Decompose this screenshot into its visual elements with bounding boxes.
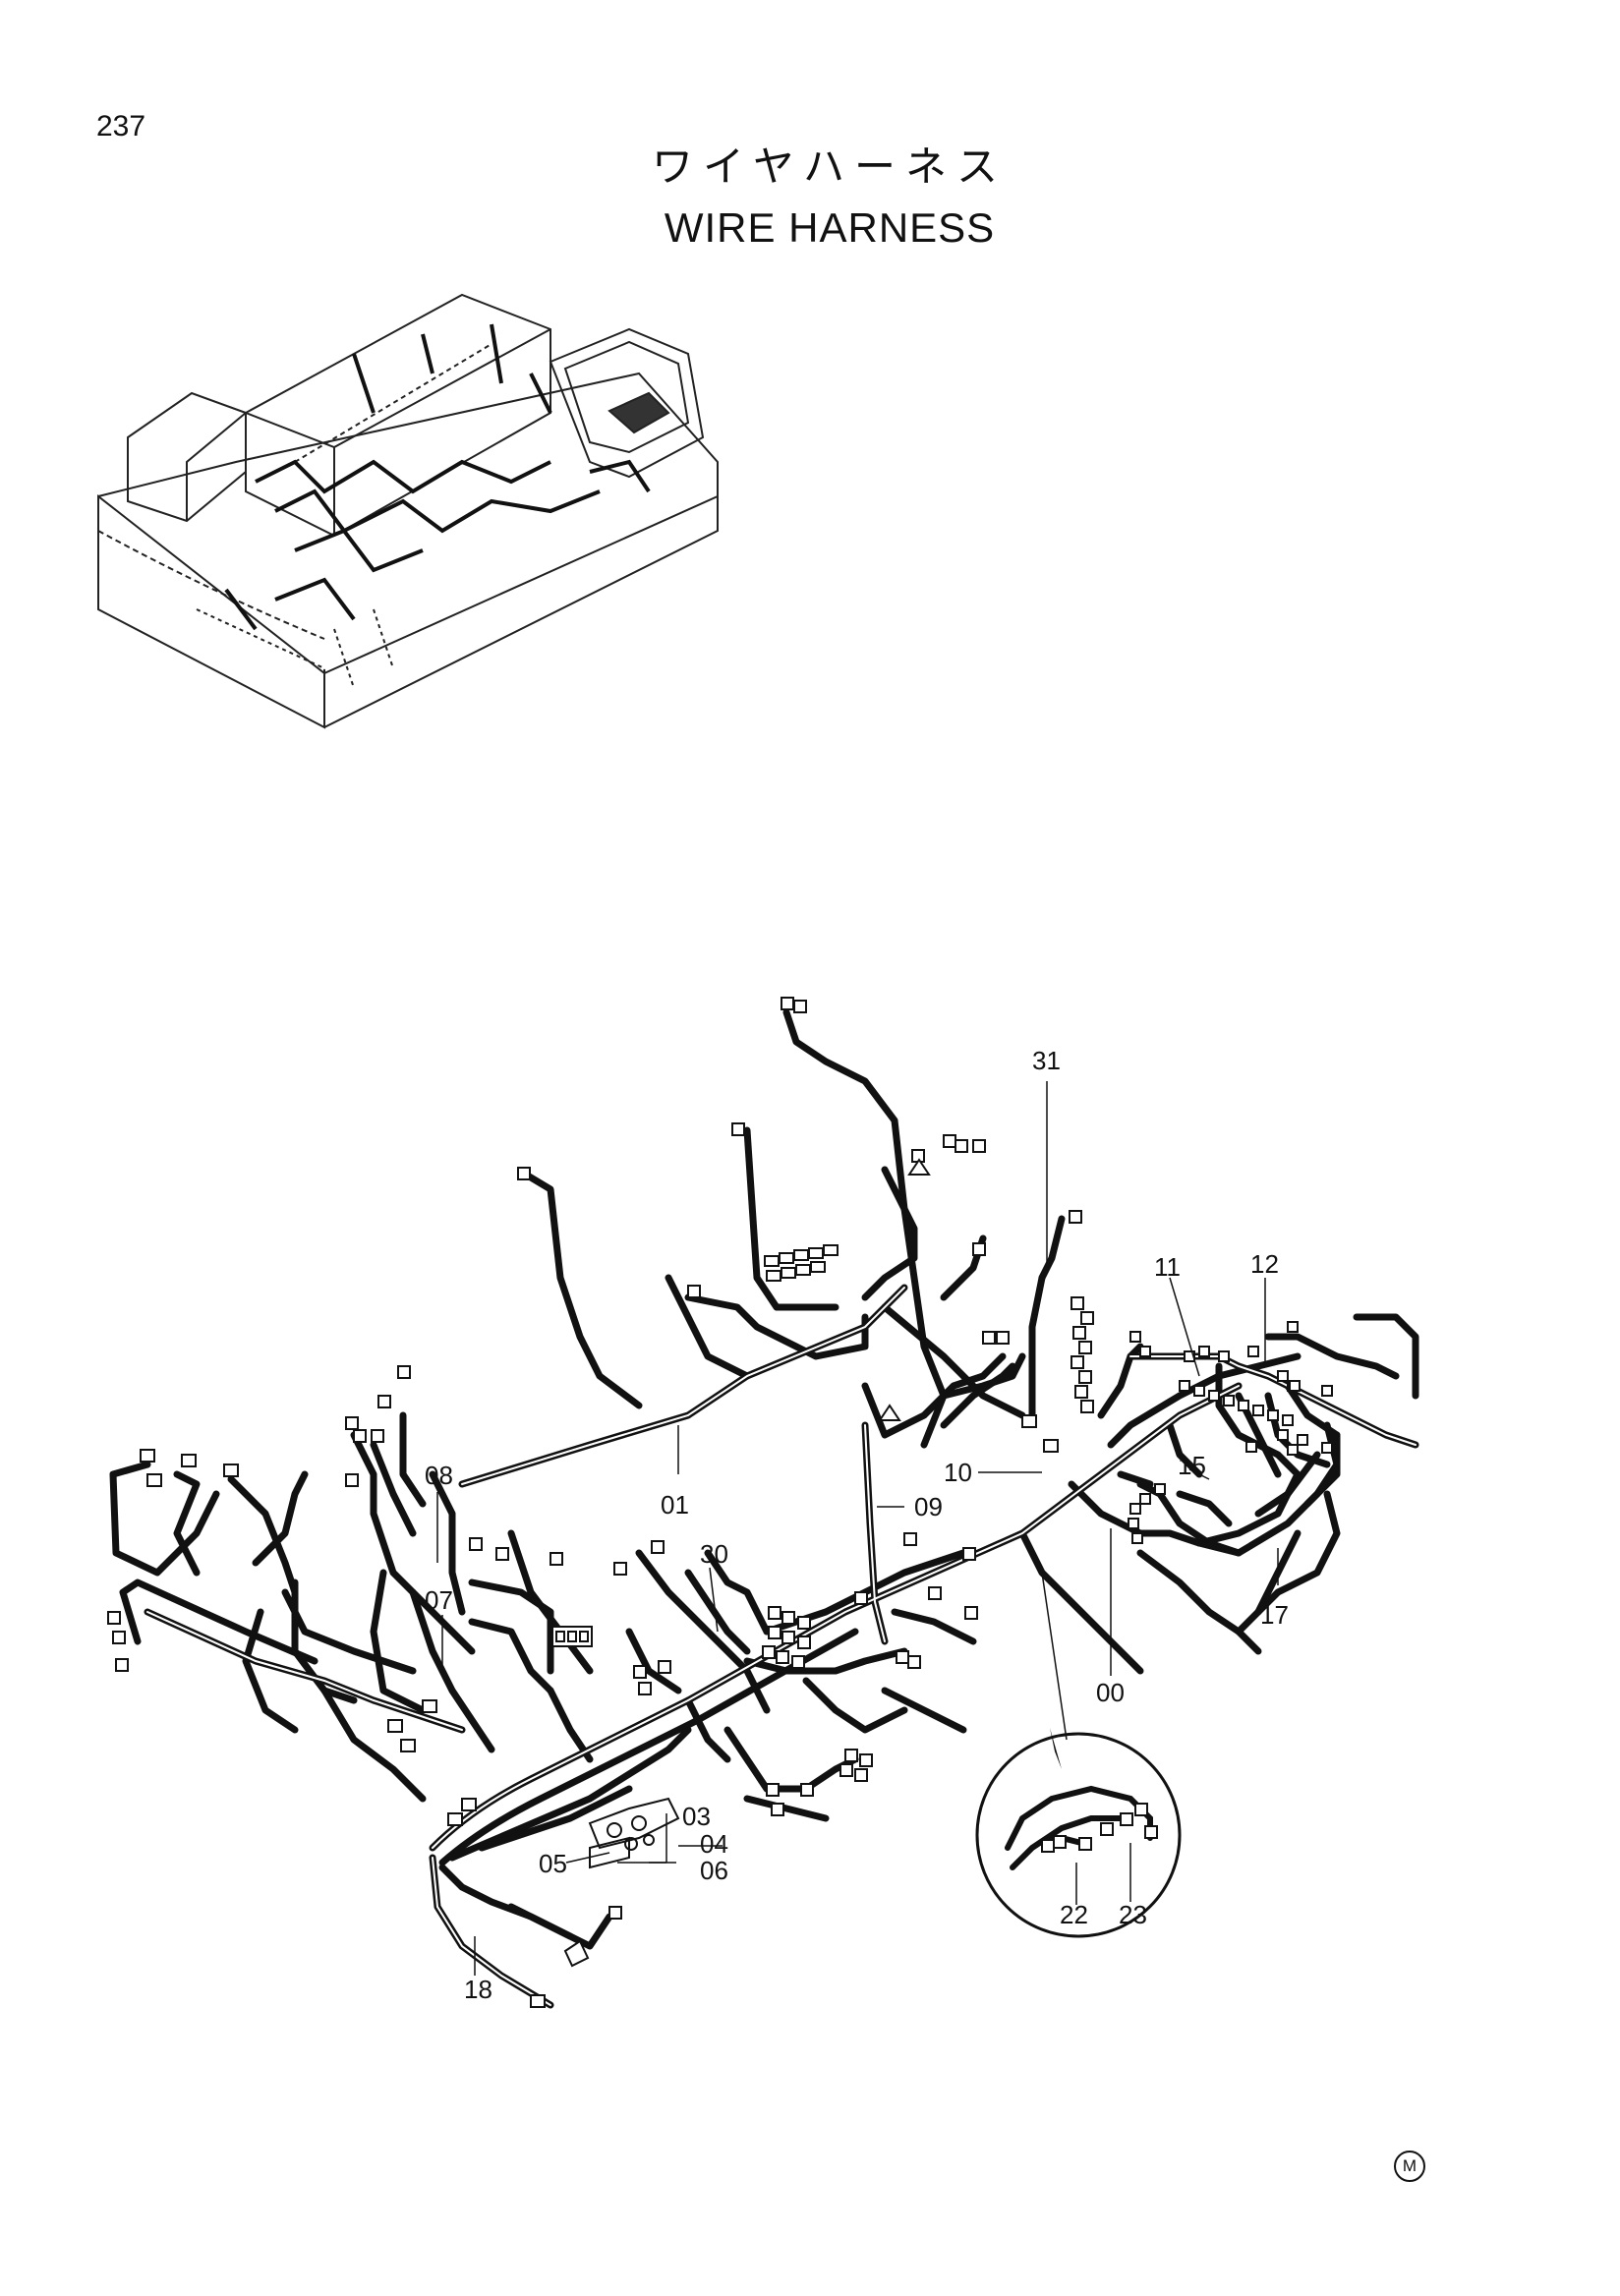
callout-11: 11 — [1154, 1252, 1181, 1282]
page-number: 237 — [96, 110, 146, 143]
callout-30: 30 — [700, 1539, 728, 1569]
machine-overview-illustration — [97, 293, 719, 729]
callout-05: 05 — [539, 1849, 567, 1878]
title-english: WIRE HARNESS — [664, 204, 996, 251]
callout-08: 08 — [425, 1461, 453, 1490]
detail-magnifier — [975, 1728, 1182, 1938]
callout-12: 12 — [1250, 1249, 1279, 1279]
leader-lines — [436, 1081, 1279, 1976]
callout-18: 18 — [464, 1975, 492, 2004]
callout-17: 17 — [1260, 1600, 1289, 1630]
connectors — [107, 997, 1333, 2008]
callout-03: 03 — [682, 1802, 711, 1831]
callout-23: 23 — [1119, 1900, 1147, 1929]
harness-wiring — [109, 1008, 1419, 2009]
callout-labels: 31 11 12 08 01 10 09 15 30 07 17 00 03 0… — [425, 1046, 1289, 2004]
title-japanese: ワイヤハーネス — [652, 143, 1008, 191]
relay-bracket — [588, 1797, 680, 1869]
callout-07: 07 — [425, 1585, 453, 1615]
callout-00: 00 — [1096, 1678, 1125, 1707]
callout-31: 31 — [1032, 1046, 1061, 1075]
title-block: ワイヤハーネス WIRE HARNESS — [0, 140, 1620, 256]
callout-09: 09 — [914, 1492, 943, 1521]
terminal-arrow — [563, 1158, 931, 1968]
corner-mark: M — [1394, 2151, 1425, 2182]
callout-10: 10 — [944, 1458, 972, 1487]
callout-15: 15 — [1178, 1451, 1206, 1480]
callout-01: 01 — [661, 1490, 689, 1520]
callout-06: 06 — [700, 1856, 728, 1885]
callout-04: 04 — [700, 1829, 728, 1859]
callout-22: 22 — [1060, 1900, 1088, 1929]
